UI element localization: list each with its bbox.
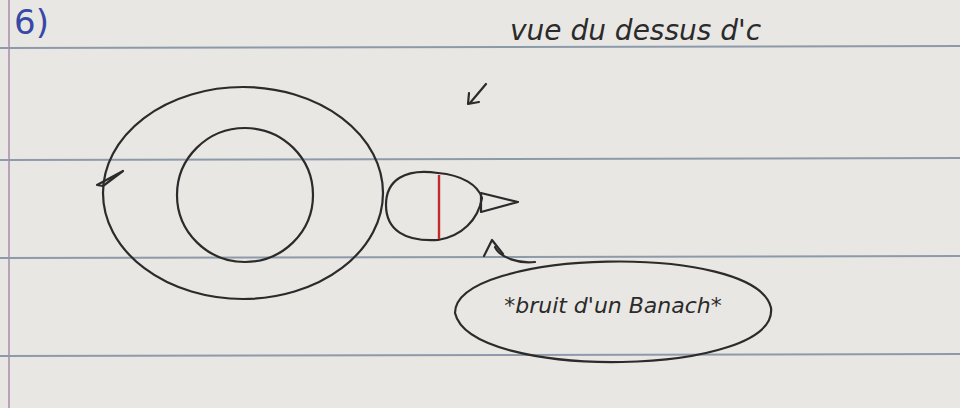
ruled-line [0, 46, 960, 48]
left-spout [97, 171, 123, 186]
pointer-head [484, 240, 503, 256]
arrow-head [468, 93, 479, 104]
small-part-left [386, 172, 438, 240]
inner-circle [177, 128, 313, 262]
bubble-text: *bruit d'un Banach* [453, 293, 773, 318]
ruled-line [0, 256, 960, 258]
margin-line [8, 0, 10, 408]
small-part-right [438, 173, 482, 240]
small-part-tip [481, 193, 518, 212]
speech-bubble: *bruit d'un Banach* [453, 258, 773, 368]
ruled-line [0, 354, 960, 356]
handwritten-note: vue du dessus d'c [510, 14, 761, 47]
arrow-shaft [470, 84, 486, 103]
red-mark [438, 175, 440, 239]
pointer-line [495, 247, 535, 262]
outer-circle [103, 87, 383, 299]
ruled-line [0, 158, 960, 160]
question-number: 6) [14, 2, 49, 42]
